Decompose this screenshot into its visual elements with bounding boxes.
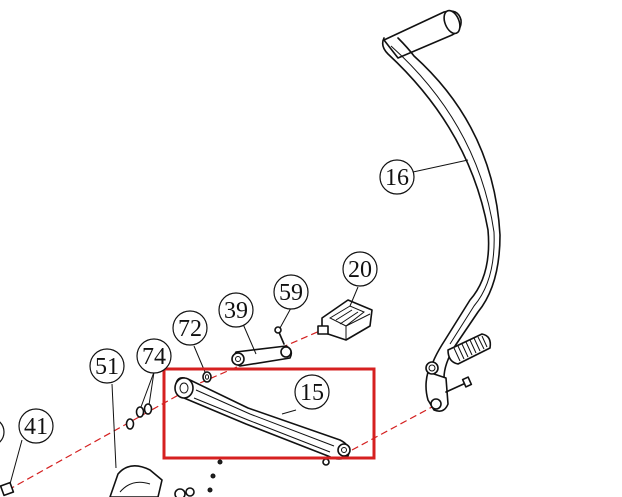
callout-16: 16 [379,159,415,195]
grip-ridges [453,335,488,362]
callout-20-label: 20 [348,257,372,283]
part-20-pedal [317,299,373,341]
part-72-washer [202,371,212,383]
callout-15: 15 [294,374,330,410]
part-59-screw [274,326,285,345]
callout-15-label: 15 [300,380,324,406]
callout-39: 39 [218,292,254,328]
guide-line-lower [351,406,433,451]
callout-74-label: 74 [142,344,166,370]
callout-74: 74 [136,338,172,374]
part-15-crank-arm [174,376,351,460]
callout-16-label: 16 [385,165,409,191]
part-41-hardware [0,481,15,497]
part-51-cover [109,465,163,497]
leader-lines [9,159,469,485]
callout-72-label: 72 [178,316,202,342]
callout-51: 51 [89,348,125,384]
callout-51-label: 51 [95,354,119,380]
callout-partial-left [0,421,5,443]
callout-59: 59 [273,274,309,310]
callout-41: 41 [18,408,54,444]
callout-20: 20 [342,251,378,287]
callout-72: 72 [172,310,208,346]
part-39-link-arm [231,345,293,367]
callout-39-label: 39 [224,298,248,324]
highlight-box-part-15 [162,367,376,460]
part-16-handlebar-tube [381,9,501,412]
callout-59-label: 59 [279,280,303,306]
callout-41-label: 41 [24,414,48,440]
part-74-washers [125,403,153,430]
misc-bolts [174,458,330,497]
